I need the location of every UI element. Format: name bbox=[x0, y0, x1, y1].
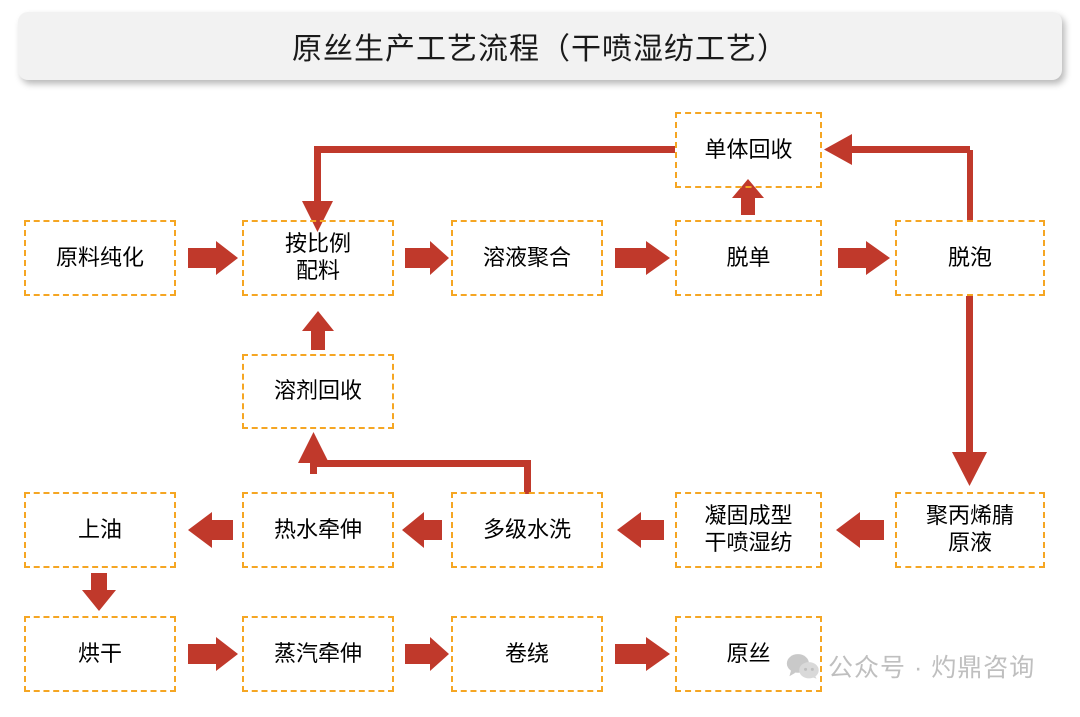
arrow-solution-poly-to-demonomer bbox=[615, 241, 670, 275]
node-raw-purification[interactable]: 原料纯化 bbox=[24, 220, 176, 296]
node-coagulation-forming[interactable]: 凝固成型 干喷湿纺 bbox=[675, 492, 822, 568]
node-defoaming[interactable]: 脱泡 bbox=[895, 220, 1045, 296]
node-winding[interactable]: 卷绕 bbox=[451, 616, 603, 692]
node-monomer-recovery[interactable]: 单体回收 bbox=[675, 112, 822, 188]
wechat-icon bbox=[786, 654, 819, 679]
arrow-coagulation-to-multi-wash bbox=[617, 512, 664, 548]
watermark-text: 公众号 · 灼鼎咨询 bbox=[828, 654, 1036, 682]
page-title: 原丝生产工艺流程（干喷湿纺工艺） bbox=[292, 33, 788, 66]
node-pan-dope[interactable]: 聚丙烯腈 原液 bbox=[895, 492, 1045, 568]
arrow-drying-to-steam-draw bbox=[188, 637, 238, 671]
node-multistage-washing[interactable]: 多级水洗 bbox=[451, 492, 603, 568]
node-solvent-recovery[interactable]: 溶剂回收 bbox=[242, 354, 394, 429]
node-drying[interactable]: 烘干 bbox=[24, 616, 176, 692]
arrow-hot-water-draw-to-oiling bbox=[188, 512, 233, 548]
node-demonomerization[interactable]: 脱单 bbox=[675, 220, 822, 296]
node-proportioning[interactable]: 按比例 配料 bbox=[242, 220, 394, 296]
arrow-multi-wash-to-hot-water-draw bbox=[402, 512, 442, 548]
arrow-defoam-to-pan-dope bbox=[952, 296, 987, 486]
node-steam-drawing[interactable]: 蒸汽牵伸 bbox=[242, 616, 394, 692]
arrow-demonomer-to-defoam bbox=[838, 241, 890, 275]
node-oiling[interactable]: 上油 bbox=[24, 492, 176, 568]
arrow-proportioning-to-solution-poly bbox=[405, 241, 449, 275]
arrow-multi-wash-to-solvent-recovery bbox=[298, 432, 531, 494]
watermark: 公众号 · 灼鼎咨询 bbox=[786, 648, 1035, 684]
arrow-winding-to-precursor bbox=[615, 637, 670, 671]
arrow-oiling-to-drying bbox=[82, 573, 116, 611]
page-title-bar: 原丝生产工艺流程（干喷湿纺工艺） bbox=[18, 12, 1062, 80]
node-precursor-fiber[interactable]: 原丝 bbox=[675, 616, 822, 692]
arrow-pan-dope-to-coagulation bbox=[836, 512, 884, 548]
arrow-steam-draw-to-winding bbox=[405, 637, 449, 671]
arrow-solvent-recovery-to-proportioning bbox=[302, 311, 334, 350]
arrow-raw-purify-to-proportioning bbox=[188, 241, 238, 275]
arrow-defoam-to-monomer-recovery bbox=[824, 134, 973, 222]
node-solution-polymerization[interactable]: 溶液聚合 bbox=[451, 220, 603, 296]
node-hot-water-drawing[interactable]: 热水牵伸 bbox=[242, 492, 394, 568]
